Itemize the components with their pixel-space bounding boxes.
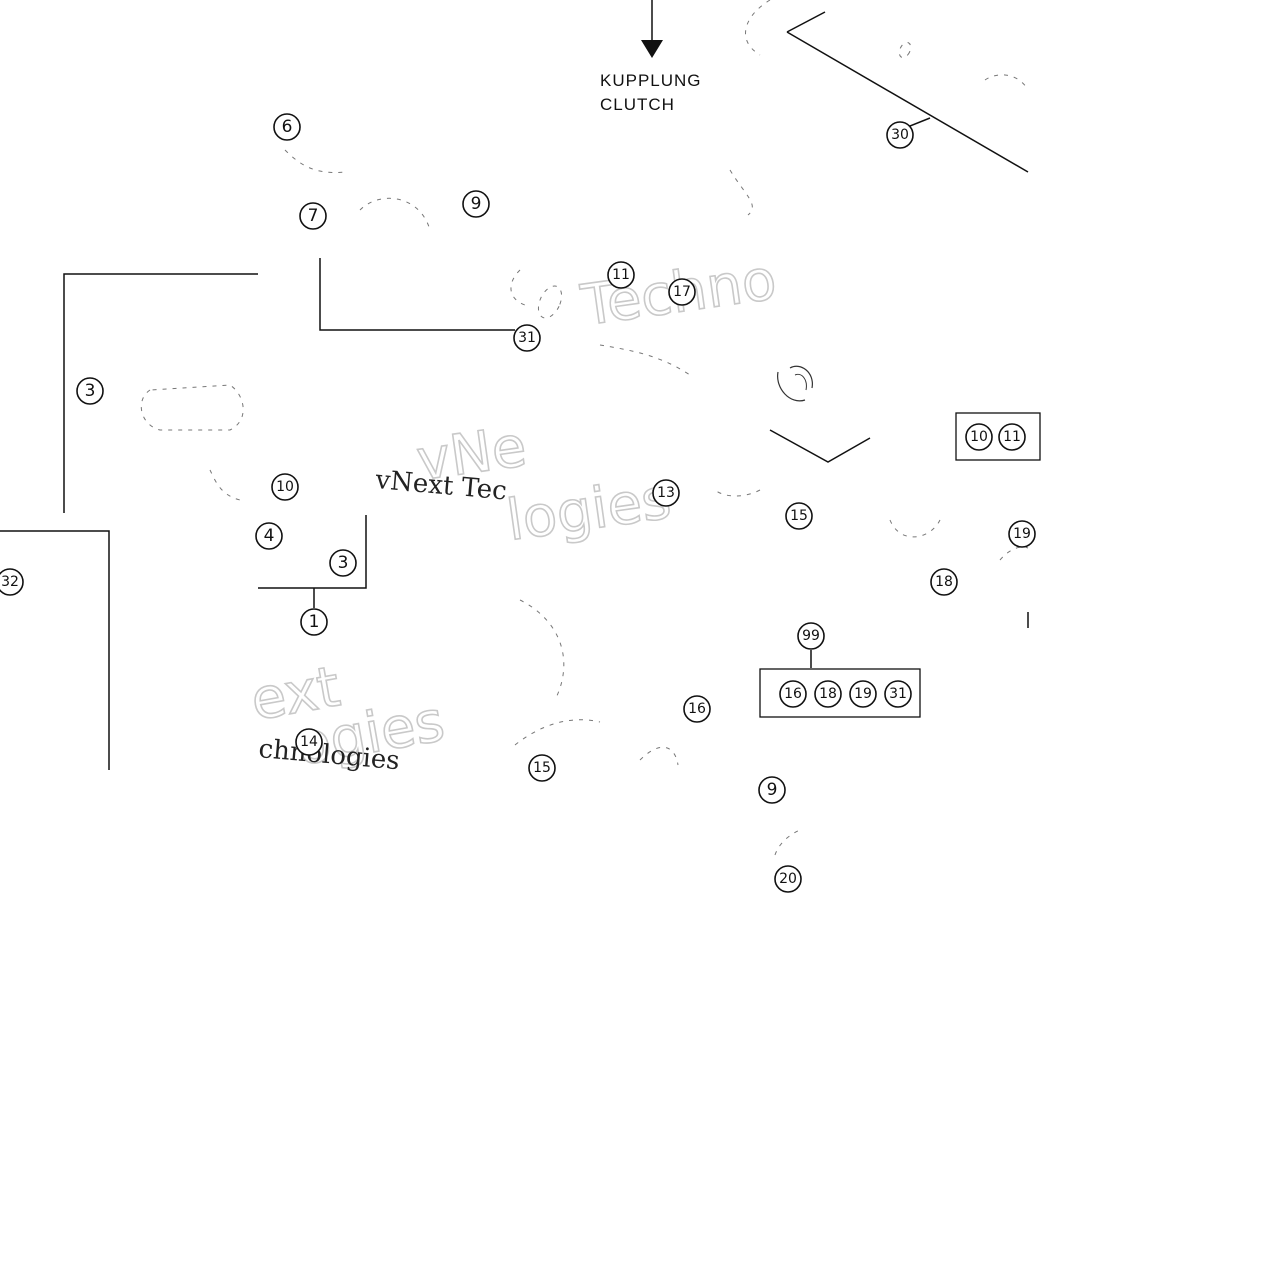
- svg-text:19: 19: [854, 686, 872, 702]
- svg-text:13: 13: [657, 485, 675, 501]
- svg-text:6: 6: [282, 117, 293, 137]
- svg-text:9: 9: [471, 194, 482, 214]
- svg-text:7: 7: [308, 206, 319, 226]
- watermark-logies: logies: [503, 467, 675, 554]
- callout-13: 13: [652, 479, 680, 507]
- callout-9: 9: [462, 190, 490, 218]
- leader-lines: [0, 11, 1029, 770]
- callout-31: 31: [513, 324, 541, 352]
- callout-32: 32: [0, 568, 24, 596]
- callout-14: 14: [295, 728, 323, 756]
- label-clutch: CLUTCH: [600, 95, 675, 114]
- svg-text:20: 20: [779, 871, 797, 887]
- kit-99-item: 18: [814, 680, 842, 708]
- svg-text:31: 31: [518, 330, 536, 346]
- callout-20: 20: [774, 865, 802, 893]
- kit-box-right: 10 11: [955, 412, 1041, 461]
- callout-11: 11: [607, 261, 635, 289]
- svg-text:17: 17: [673, 284, 691, 300]
- svg-text:14: 14: [300, 734, 318, 750]
- watermark-ext: ext: [246, 654, 345, 733]
- watermark-vne: vNe: [413, 414, 530, 494]
- kit-box-99: 16 18 19 31: [759, 668, 921, 718]
- svg-text:3: 3: [85, 381, 96, 401]
- label-kupplung: KUPPLUNG: [600, 71, 702, 90]
- callout-10: 10: [271, 473, 299, 501]
- bushing-part: [777, 365, 813, 402]
- kit-99-item: 16: [779, 680, 807, 708]
- svg-text:32: 32: [1, 574, 19, 590]
- svg-text:15: 15: [533, 760, 551, 776]
- kit-99-item: 19: [849, 680, 877, 708]
- callout-17: 17: [668, 278, 696, 306]
- svg-text:11: 11: [1003, 429, 1021, 445]
- svg-text:30: 30: [891, 127, 909, 143]
- svg-text:18: 18: [935, 574, 953, 590]
- svg-text:15: 15: [790, 508, 808, 524]
- kit-right-item: 11: [998, 423, 1026, 451]
- svg-text:4: 4: [264, 526, 275, 546]
- svg-text:1: 1: [309, 612, 320, 632]
- svg-text:16: 16: [688, 701, 706, 717]
- svg-text:16: 16: [784, 686, 802, 702]
- callout-9-bottom: 9: [758, 776, 786, 804]
- kit-99-item: 31: [884, 680, 912, 708]
- callout-4: 4: [255, 522, 283, 550]
- svg-text:10: 10: [276, 479, 294, 495]
- svg-text:99: 99: [802, 628, 820, 644]
- kit-right-item: 10: [965, 423, 993, 451]
- clutch-arrow: [641, 0, 663, 58]
- callout-15-top: 15: [785, 502, 813, 530]
- callout-3-left: 3: [76, 377, 104, 405]
- svg-text:11: 11: [612, 267, 630, 283]
- svg-text:10: 10: [970, 429, 988, 445]
- callout-19: 19: [1008, 520, 1036, 548]
- svg-text:19: 19: [1013, 526, 1031, 542]
- svg-text:31: 31: [889, 686, 907, 702]
- callout-16: 16: [683, 695, 711, 723]
- svg-text:9: 9: [767, 780, 778, 800]
- callout-99: 99: [797, 622, 825, 650]
- callout-1: 1: [300, 608, 328, 636]
- part-outlines: [140, 0, 1029, 856]
- callout-30: 30: [886, 121, 914, 149]
- callout-18: 18: [930, 568, 958, 596]
- callout-6: 6: [273, 113, 301, 141]
- callout-15-bottom: 15: [528, 754, 556, 782]
- callout-3: 3: [329, 549, 357, 577]
- svg-text:18: 18: [819, 686, 837, 702]
- callout-7: 7: [299, 202, 327, 230]
- svg-text:3: 3: [338, 553, 349, 573]
